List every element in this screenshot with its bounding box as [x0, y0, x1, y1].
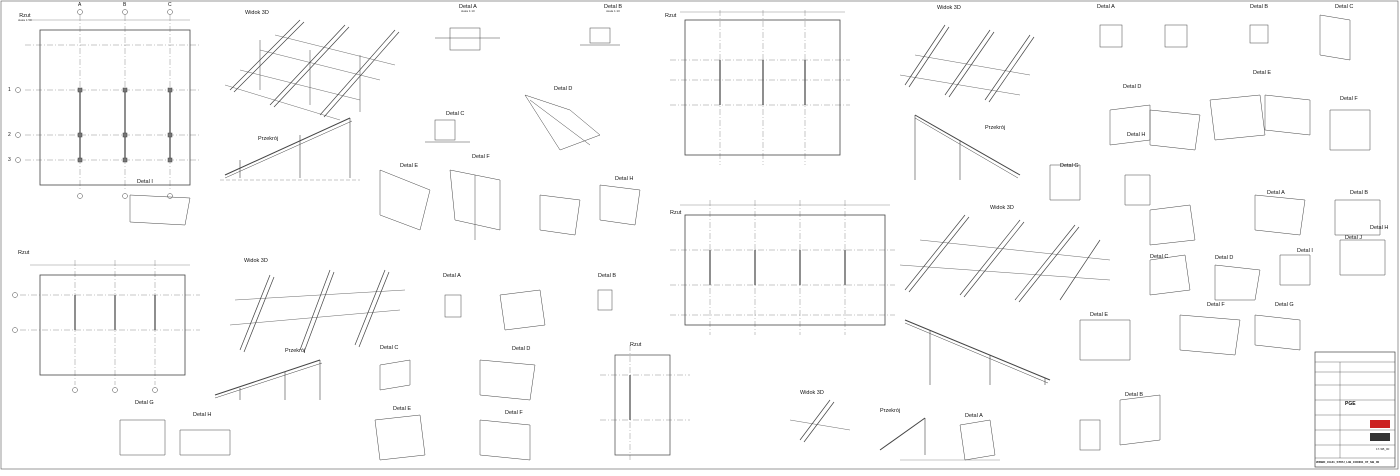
view3d-4-title: Widok 3D: [937, 5, 961, 11]
detail-b-3-title: Detal B: [1125, 392, 1144, 398]
details-cluster-1-linework: [129, 27, 641, 240]
plan-4-title: Rzut: [665, 13, 677, 19]
detail-i-5-title: Detal I: [1297, 248, 1313, 254]
view3d-3-title: Widok 3D: [800, 390, 824, 396]
grid-axis-2: 2: [8, 132, 11, 138]
detail-f-4-title: Detal F: [1340, 96, 1358, 102]
plan-5-title: Rzut: [670, 210, 682, 216]
grid-axis-b: B: [123, 2, 127, 8]
details-cluster-4-linework: [1049, 14, 1371, 206]
section-3-linework: [879, 417, 926, 455]
section-2-linework: [214, 359, 323, 400]
detail-d-2-title: Detal D: [512, 346, 531, 352]
detail-g-4-title: Detal G: [1060, 163, 1079, 169]
plan-5-linework: [670, 200, 895, 335]
grid-axis-c: C: [168, 2, 172, 8]
section-5-linework: [904, 319, 1051, 385]
view3d-1-title: Widok 3D: [245, 10, 269, 16]
plan-3-title: Rzut: [630, 342, 642, 348]
grid-axis-3: 3: [8, 157, 11, 163]
section-2-title: Przekrój: [285, 348, 306, 354]
detail-a-4-title: Detal A: [1097, 4, 1115, 10]
detail-a-3-title: Detal A: [965, 413, 983, 419]
view3d-5-linework: [899, 214, 1111, 303]
detail-j-5-title: Detal J: [1345, 235, 1363, 241]
detail-i-1-title: Detal I: [137, 179, 153, 185]
view3d-2-title: Widok 3D: [244, 258, 268, 264]
plan-1-linework: [15, 9, 200, 199]
detail-f-5-title: Detal F: [1207, 302, 1225, 308]
section-4-linework: [914, 114, 1021, 180]
detail-c-4-title: Detal C: [1335, 4, 1354, 10]
detail-h-1-title: Detal H: [615, 176, 634, 182]
detail-e-1-title: Detal E: [400, 163, 419, 169]
detail-c-5-title: Detal C: [1150, 254, 1169, 260]
detail-f-1-title: Detal F: [472, 154, 490, 160]
detail-d-5-title: Detal D: [1215, 255, 1234, 261]
detail-g-5-title: Detal G: [1275, 302, 1294, 308]
detail-a-2-title: Detal A: [443, 273, 461, 279]
details-cluster-3-linework: [900, 394, 1161, 461]
detail-h-2-title: Detal H: [193, 412, 212, 418]
sheet-number: 17-SB_00: [1376, 447, 1390, 451]
detail-e-4-title: Detal E: [1253, 70, 1272, 76]
view3d-5-title: Widok 3D: [990, 205, 1014, 211]
view3d-4-linework: [899, 24, 1035, 103]
details-cluster-2-linework: [119, 289, 613, 461]
detail-h-4-title: Detal H: [1127, 132, 1146, 138]
section-1-linework: [220, 117, 360, 181]
detail-h-5-title: Detal H: [1370, 225, 1389, 231]
view3d-1-linework: [224, 19, 400, 121]
detail-g-2-title: Detal G: [135, 400, 154, 406]
title-block: [1314, 351, 1396, 468]
detail-e-2-title: Detal E: [393, 406, 412, 412]
section-3-title: Przekrój: [880, 408, 901, 414]
detail-d-1-title: Detal D: [554, 86, 573, 92]
detail-b-2-title: Detal B: [598, 273, 617, 279]
detail-c-2-title: Detal C: [380, 345, 399, 351]
logo-text: PGE: [1345, 401, 1356, 407]
view3d-3-linework: [789, 399, 851, 443]
detail-b-4-title: Detal B: [1250, 4, 1269, 10]
detail-d-4-title: Detal D: [1123, 84, 1142, 90]
view3d-2-linework: [229, 269, 406, 353]
drawing-code: WRBD_CG31_STRU_LIB_CONN1_07_SB_00: [1316, 460, 1380, 464]
plan-2-title: Rzut: [18, 250, 30, 256]
plan-4-linework: [670, 10, 850, 165]
grid-axis-a: A: [78, 2, 82, 8]
detail-e-5-title: Detal E: [1090, 312, 1109, 318]
section-1-title: Przekrój: [258, 136, 279, 142]
detail-c-1-title: Detal C: [446, 111, 465, 117]
grid-axis-1: 1: [8, 87, 11, 93]
detail-b-5-title: Detal B: [1350, 190, 1369, 196]
plan-3-linework: [600, 345, 690, 460]
detail-f-2-title: Detal F: [505, 410, 523, 416]
plan-2-linework: [12, 260, 200, 393]
details-cluster-5-linework: [1079, 194, 1386, 361]
detail-a-5-title: Detal A: [1267, 190, 1285, 196]
section-4-title: Przekrój: [985, 125, 1006, 131]
